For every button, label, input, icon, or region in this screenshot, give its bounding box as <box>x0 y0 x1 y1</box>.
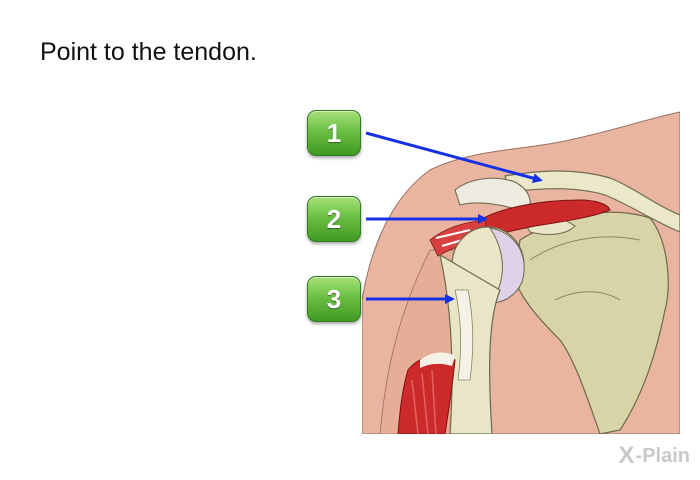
logo-mark-icon: X <box>618 442 635 469</box>
supraspinatus-muscle <box>479 199 611 239</box>
answer-button-2[interactable]: 2 <box>307 196 361 242</box>
clavicle-bone <box>504 170 680 233</box>
logo-text: -Plain <box>635 444 690 467</box>
answer-button-3[interactable]: 3 <box>307 276 361 322</box>
answer-button-1[interactable]: 1 <box>307 110 361 156</box>
biceps-tendon <box>454 289 474 381</box>
xplain-logo: X -Plain <box>619 442 690 470</box>
pointer-arrow-1 <box>365 131 543 184</box>
articular-cartilage <box>488 227 525 303</box>
scapula-bone <box>514 211 669 434</box>
question-text: Point to the tendon. <box>40 38 257 66</box>
